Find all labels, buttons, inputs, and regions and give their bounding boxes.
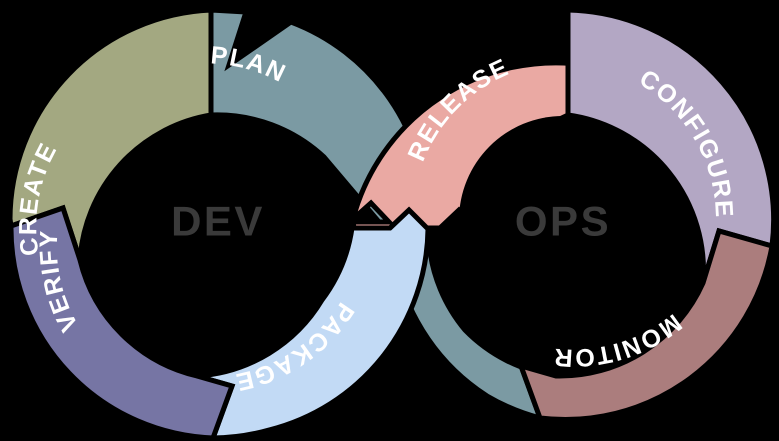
dev-hub-label: DEV (171, 198, 265, 245)
segment-create[interactable] (7, 7, 214, 261)
segment-verify[interactable] (8, 204, 236, 441)
ops-hub-label: OPS (515, 198, 611, 245)
segment-group (7, 7, 777, 441)
dev-hub-disc (114, 116, 322, 324)
segment-monitor[interactable] (516, 227, 775, 423)
segment-package[interactable] (196, 206, 431, 441)
ops-hub-disc (459, 116, 667, 324)
segment-configure[interactable] (565, 7, 777, 284)
hub-group: DEV OPS (114, 116, 667, 324)
